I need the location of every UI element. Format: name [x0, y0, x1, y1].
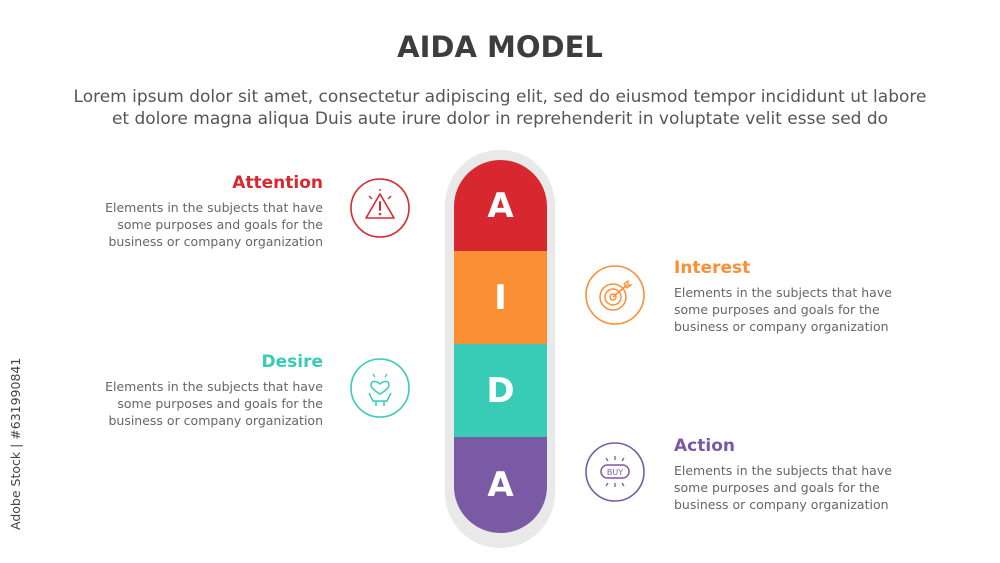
desire-heading: Desire [261, 352, 323, 372]
desire-description: Elements in the subjects that have some … [93, 378, 323, 429]
desire-line-2: some purposes and goals for the [117, 396, 323, 411]
subtitle-line-1: Lorem ipsum dolor sit amet, consectetur … [73, 87, 927, 107]
interest-description: Elements in the subjects that have some … [674, 284, 904, 335]
desire-line-1: Elements in the subjects that have [105, 379, 323, 394]
interest-line-3: business or company organization [674, 319, 889, 334]
page-subtitle: Lorem ipsum dolor sit amet, consectetur … [30, 86, 970, 130]
interest-line-1: Elements in the subjects that have [674, 285, 892, 300]
interest-line-2: some purposes and goals for the [674, 302, 880, 317]
action-line-1: Elements in the subjects that have [674, 463, 892, 478]
segment-desire: D [454, 344, 547, 437]
hand-heart-icon [350, 358, 410, 418]
subtitle-line-2: et dolore magna aliqua Duis aute irure d… [111, 109, 889, 129]
target-icon [585, 265, 645, 325]
buy-button-icon: BUY [585, 442, 645, 502]
buy-icon-text: BUY [607, 468, 623, 477]
action-line-2: some purposes and goals for the [674, 480, 880, 495]
attention-line-3: business or company organization [108, 234, 323, 249]
desire-line-3: business or company organization [108, 413, 323, 428]
segment-action: A [454, 437, 547, 533]
attention-heading: Attention [232, 173, 323, 193]
stock-watermark: Adobe Stock | #631990841 [8, 357, 23, 530]
interest-heading: Interest [674, 258, 751, 278]
action-description: Elements in the subjects that have some … [674, 462, 904, 513]
warning-triangle-icon [350, 178, 410, 238]
segment-interest: I [454, 251, 547, 344]
action-heading: Action [674, 436, 735, 456]
segment-attention: A [454, 160, 547, 251]
attention-line-2: some purposes and goals for the [117, 217, 323, 232]
attention-line-1: Elements in the subjects that have [105, 200, 323, 215]
page-title: AIDA MODEL [397, 30, 603, 64]
action-line-3: business or company organization [674, 497, 889, 512]
aida-capsule: A I D A [454, 160, 547, 533]
attention-description: Elements in the subjects that have some … [93, 199, 323, 250]
